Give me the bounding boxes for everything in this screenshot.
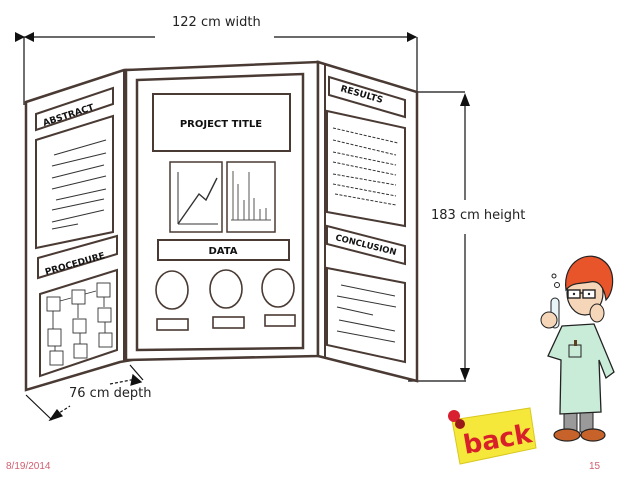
back-button[interactable]: back [438,402,538,474]
right-panel: RESULTS CONCLUSION [316,60,419,383]
scientist-icon [540,255,615,442]
bar-chart [226,161,276,233]
depth-label: 76 cm depth [69,386,152,401]
center-panel: PROJECT TITLE [124,60,320,362]
width-dimension [15,32,418,105]
project-title-label: PROJECT TITLE [180,119,262,130]
left-panel: ABSTRACT PROCEDURE [24,68,134,392]
height-label: 183 cm height [428,208,529,223]
width-label: 122 cm width [169,15,264,30]
circle-1 [155,270,189,310]
line-chart [169,161,223,233]
footer-date: 8/19/2014 [6,461,51,472]
footer-page-number: 15 [589,461,601,472]
circle-3 [261,268,295,308]
circle-2 [209,269,243,309]
data-label: DATA [208,246,237,257]
depth-dimension [25,364,144,422]
procedure-flowchart [46,282,113,366]
pin-icon [448,410,460,422]
